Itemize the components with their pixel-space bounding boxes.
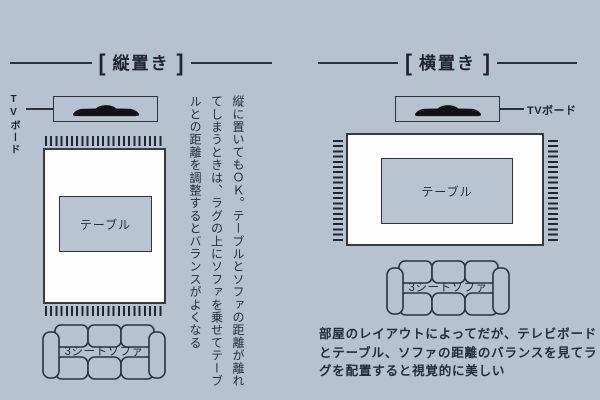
- sofa-icon: [386, 260, 510, 316]
- table-label: テーブル: [79, 217, 132, 232]
- tv-board-pointer-line: [496, 108, 524, 110]
- tv-board-pointer-line: [26, 108, 66, 110]
- tv-board: [53, 96, 158, 122]
- layout-note-vertical-text: 縦に置いてもＯＫ。テーブルとソファの距離が離れ てしまうときは、ラグの上にソファ…: [188, 95, 245, 388]
- section-title-horizontal: [ 横置き ]: [318, 52, 577, 74]
- sofa: 3シートソファ: [384, 260, 512, 316]
- bracket-open: [: [405, 50, 412, 76]
- table: テーブル: [59, 196, 152, 252]
- title-rule-right: [190, 62, 272, 64]
- sofa-label: 3シートソファ: [408, 282, 488, 294]
- table: テーブル: [381, 158, 513, 224]
- bracket-open: [: [98, 50, 106, 76]
- tv-board-label: TVボード: [527, 105, 577, 117]
- table-label: テーブル: [421, 184, 473, 199]
- sofa-label: 3シートソファ: [64, 346, 144, 358]
- section-title-label: 横置き: [419, 53, 476, 73]
- section-title-label: 縦置き: [112, 53, 170, 73]
- title-rule-left: [318, 62, 398, 64]
- layout-note-bottom-text: 部屋のレイアウトによってだが、テレビボード とテーブル、ソファの距離のバランスを…: [319, 327, 598, 378]
- sofa-icon: [42, 324, 166, 380]
- tv-silhouette-icon: [72, 105, 139, 117]
- bracket-close: ]: [176, 50, 184, 76]
- sofa: 3シートソファ: [42, 324, 166, 380]
- rug-fringe-top: [45, 136, 163, 146]
- bracket-close: ]: [483, 50, 490, 76]
- rug-fringe-bottom: [45, 306, 163, 316]
- title-rule-right: [497, 62, 577, 64]
- rug-fringe-right: [548, 140, 558, 244]
- rug-fringe-left: [333, 140, 343, 244]
- tv-silhouette-icon: [414, 105, 481, 117]
- tv-board-label: TVボード: [8, 94, 19, 156]
- section-title-vertical: [ 縦置き ]: [10, 52, 272, 74]
- tv-board: [395, 96, 500, 122]
- title-rule-left: [10, 62, 92, 64]
